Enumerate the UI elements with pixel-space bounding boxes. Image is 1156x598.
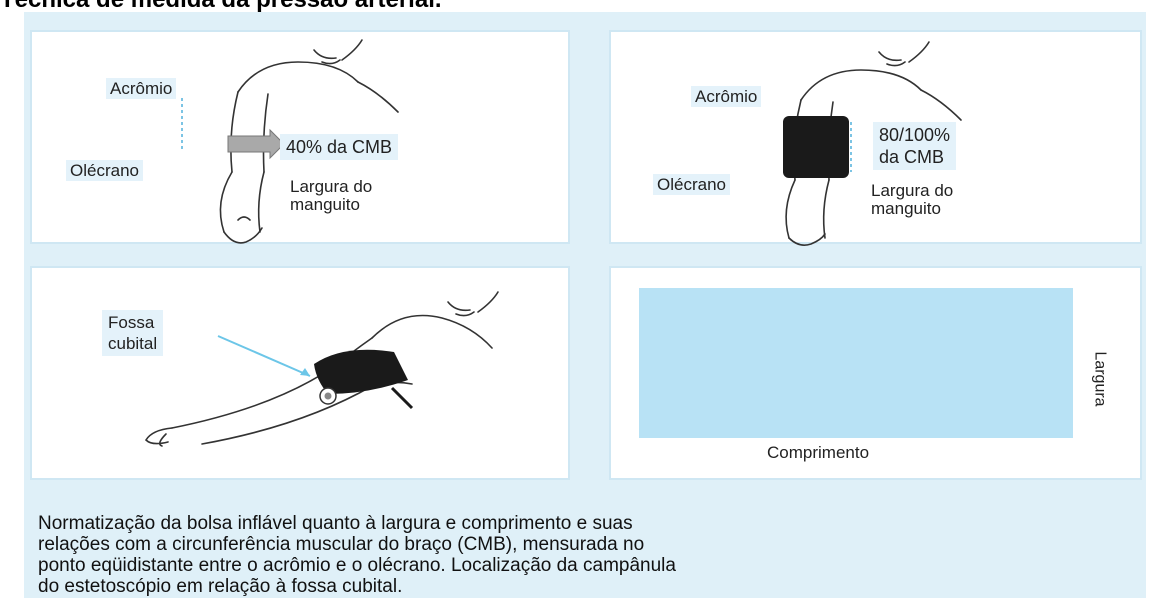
panel-bladder-dimensions: Comprimento (609, 266, 1142, 480)
panel-cuff-width-40: Acrômio Olécrano 40% da CMB Largura do m… (30, 30, 570, 244)
panel-cuff-width-80-100: Acrômio Olécrano 80/100% da CMB Largura … (609, 30, 1142, 246)
label-acromio-2: Acrômio (691, 86, 762, 107)
label-cuff-width-2: Largura do manguito (871, 181, 954, 218)
label-cuff-width: Largura do manguito (290, 177, 373, 214)
label-cmb-percent-2: 80/100% da CMB (873, 122, 957, 170)
label-comprimento: Comprimento (767, 443, 870, 462)
figure-caption: Normatização da bolsa inflável quanto à … (38, 513, 676, 597)
label-cmb-percent: 40% da CMB (280, 134, 399, 160)
arm-illustration-3 (144, 291, 499, 447)
arm-illustration-1 (181, 39, 399, 244)
figure-title: Técnica de medida da pressão arterial. (0, 0, 442, 14)
label-olecrano: Olécrano (66, 160, 143, 181)
label-olecrano-2: Olécrano (653, 174, 730, 195)
arm-illustration-2 (783, 41, 962, 246)
panel-cubital-fossa: Fossa cubital (30, 266, 570, 480)
label-largura: Largura (1091, 351, 1109, 407)
label-acromio: Acrômio (106, 78, 177, 99)
inflatable-bladder (639, 288, 1073, 438)
label-fossa-cubital: Fossa cubital (102, 310, 164, 356)
